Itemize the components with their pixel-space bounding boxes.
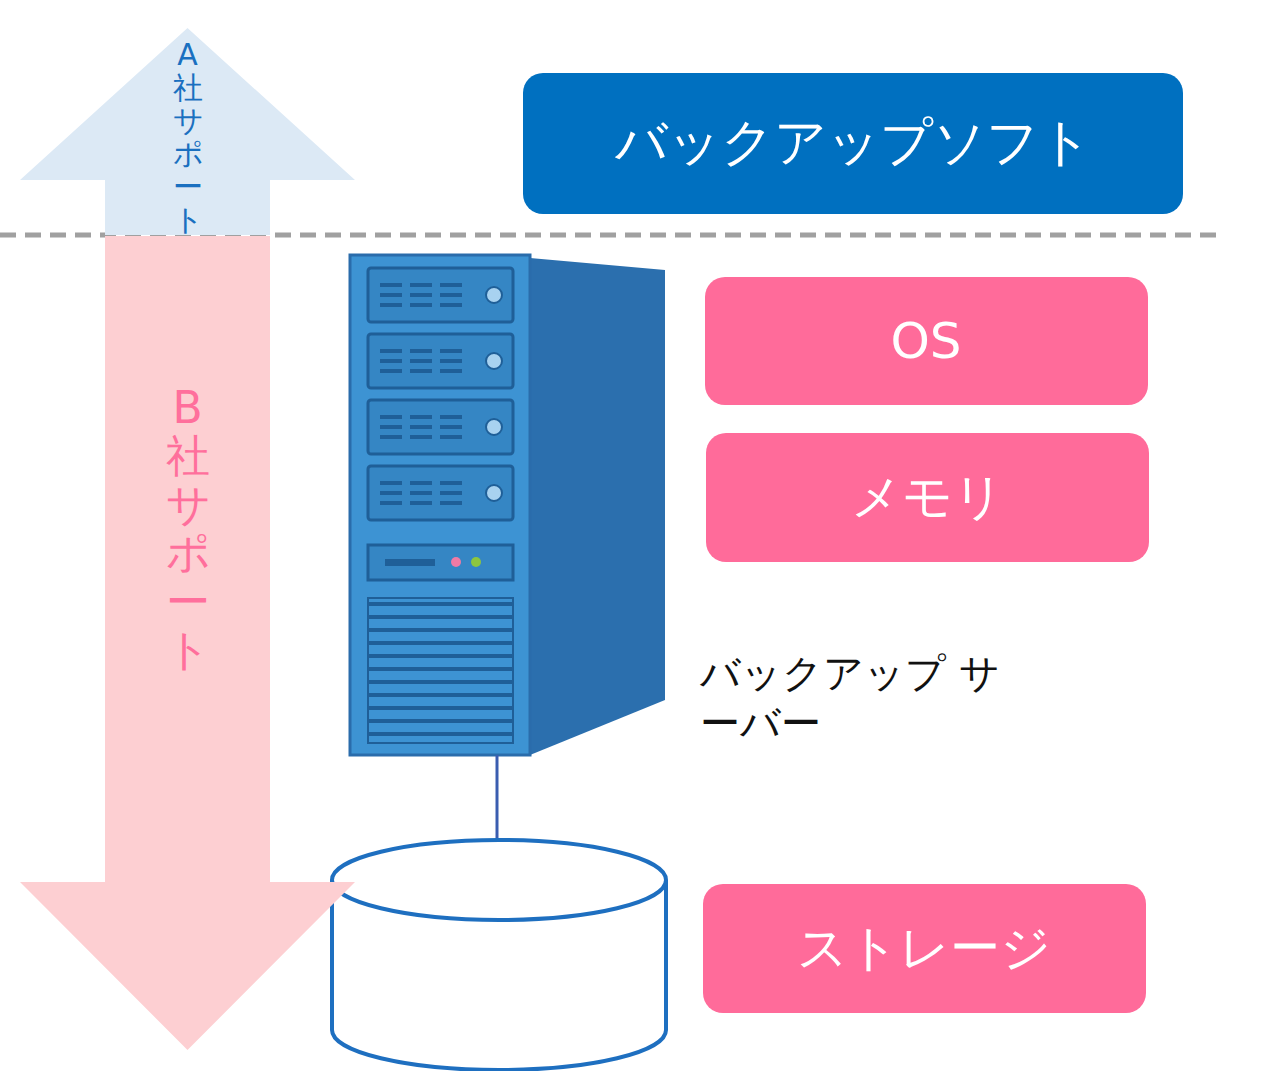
support-label: B社サポート xyxy=(166,384,210,674)
server-illustration xyxy=(350,255,665,755)
component-box: OS xyxy=(705,277,1148,405)
storage-cylinder xyxy=(332,840,666,1070)
component-box: ストレージ xyxy=(703,884,1146,1013)
support-arrow: B社サポート xyxy=(20,236,355,1050)
component-box: メモリ xyxy=(706,433,1149,562)
support-label: A社サポート xyxy=(173,38,203,236)
cable-line xyxy=(496,755,499,842)
box-label: メモリ xyxy=(851,464,1004,531)
box-label: バックアップソフト xyxy=(615,108,1092,178)
arrow-outline xyxy=(20,28,355,235)
server-label: バックアップ サーバー xyxy=(700,648,1000,748)
support-arrow: A社サポート xyxy=(20,28,355,235)
arrow-outline xyxy=(20,236,355,1050)
box-label: OS xyxy=(890,312,961,370)
box-label: ストレージ xyxy=(797,915,1051,982)
software-box: バックアップソフト xyxy=(523,73,1183,214)
